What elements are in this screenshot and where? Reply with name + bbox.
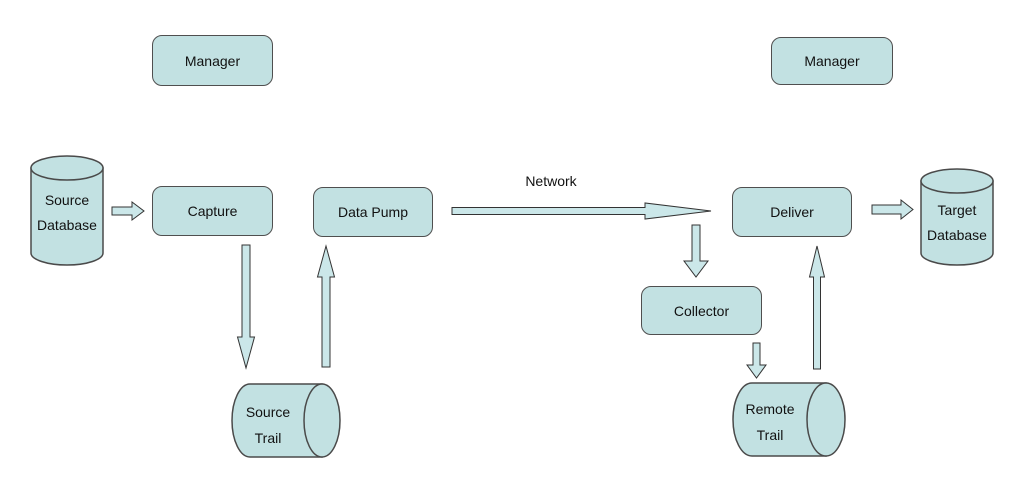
source-trail-to-data-pump-arrow-icon xyxy=(316,244,336,368)
node-capture: Capture xyxy=(152,186,273,236)
capture-to-source-trail-arrow-icon xyxy=(236,244,256,370)
source-database-cylinder-icon xyxy=(30,155,104,266)
network-edge-label: Network xyxy=(525,173,577,189)
node-source-database-label: Source Database xyxy=(37,192,97,233)
node-target-database-label: Target Database xyxy=(927,202,987,243)
collector-to-remote-trail-arrow-icon xyxy=(746,342,767,379)
node-collector: Collector xyxy=(641,286,762,335)
node-manager-left: Manager xyxy=(152,35,273,86)
node-collector-label: Collector xyxy=(673,302,730,319)
remote-trail-to-deliver-arrow-icon xyxy=(808,245,826,370)
node-deliver: Deliver xyxy=(732,187,852,237)
node-manager-left-label: Manager xyxy=(184,52,241,69)
node-manager-right-label: Manager xyxy=(804,53,860,69)
remote-trail-cylinder-icon xyxy=(732,382,846,457)
deliver-to-target-db-arrow-icon xyxy=(871,198,914,221)
node-data-pump: Data Pump xyxy=(313,187,433,237)
node-data-pump-label: Data Pump xyxy=(337,204,409,220)
node-capture-label: Capture xyxy=(187,203,238,219)
source-db-to-capture-arrow-icon xyxy=(111,201,145,221)
node-source-trail-label: Source Trail xyxy=(245,404,291,446)
source-trail-cylinder-icon xyxy=(231,383,341,458)
network-to-collector-arrow-icon xyxy=(683,224,709,278)
node-manager-right: Manager xyxy=(771,37,893,85)
network-arrow-icon xyxy=(451,202,712,220)
node-deliver-label: Deliver xyxy=(770,204,814,220)
node-remote-trail-label: Remote Trail xyxy=(745,401,795,443)
target-database-cylinder-icon xyxy=(920,168,994,266)
